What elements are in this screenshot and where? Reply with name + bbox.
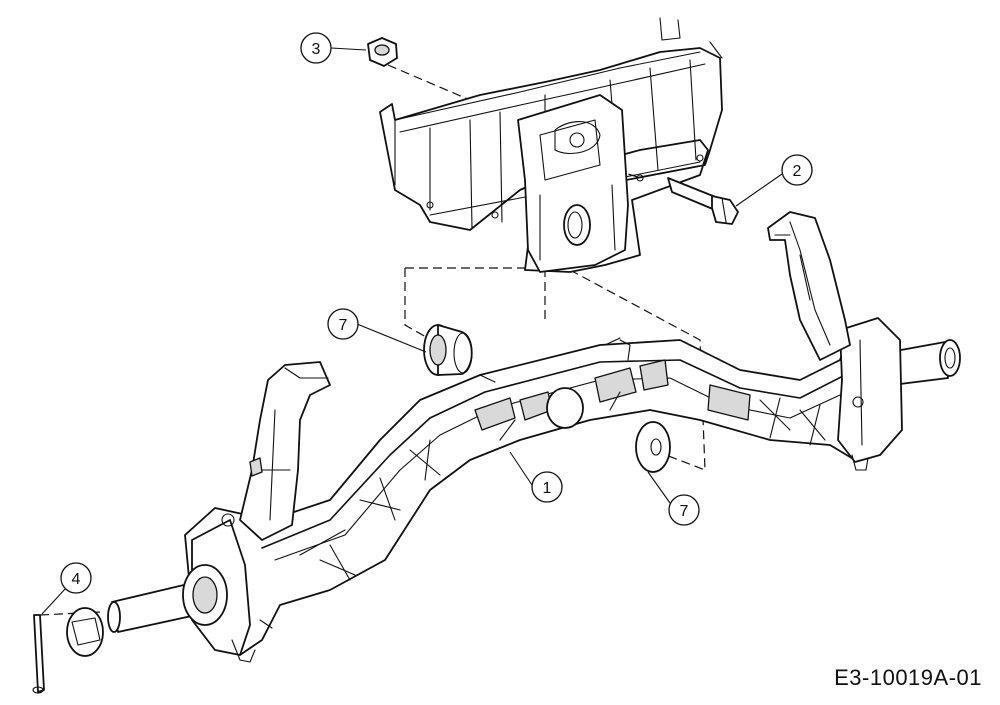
- svg-text:1: 1: [543, 480, 552, 497]
- callout-part-7-washer: 7: [647, 471, 700, 526]
- callout-part-3: 3: [300, 32, 367, 64]
- front-axle-part: [107, 211, 961, 663]
- svg-text:3: 3: [312, 41, 321, 58]
- svg-text:4: 4: [72, 571, 81, 588]
- svg-text:7: 7: [680, 503, 689, 520]
- hub-washer-part: [66, 607, 104, 657]
- washer-part: [635, 421, 671, 473]
- nut-part: [367, 37, 398, 67]
- callout-part-4: 4: [41, 562, 92, 615]
- bushing-part: [423, 324, 473, 376]
- callout-part-7-bushing: 7: [327, 308, 427, 353]
- callout-part-2: 2: [735, 154, 813, 207]
- bolt-part: [667, 177, 739, 225]
- drawing-code: E3-10019A-01: [834, 665, 982, 690]
- cotter-pin-part: [32, 614, 45, 694]
- svg-text:7: 7: [339, 317, 348, 334]
- svg-text:2: 2: [793, 163, 802, 180]
- callout-part-1: 1: [509, 451, 563, 503]
- mounting-bracket: [379, 17, 723, 273]
